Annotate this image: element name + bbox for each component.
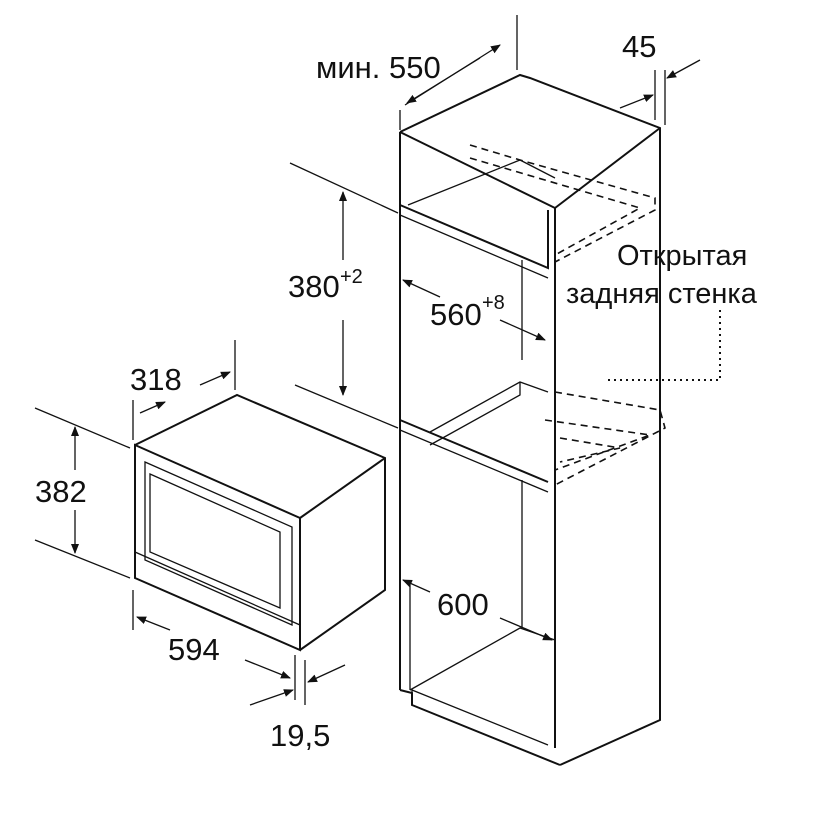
- cabinet-dimensions: [289, 15, 701, 641]
- open-back-label-2: задняя стенка: [566, 278, 758, 310]
- appliance-dimensions: [34, 340, 346, 706]
- niche-width-label: 560: [430, 297, 482, 332]
- gap-label: 45: [622, 29, 656, 64]
- appliance-height-label: 382: [35, 474, 87, 509]
- niche-height-tolerance: +2: [340, 266, 363, 288]
- tall-cabinet: [399, 73, 721, 766]
- appliance-depth-label: 318: [130, 362, 182, 397]
- open-back-label-1: Открытая: [617, 240, 747, 272]
- min-depth-label: мин. 550: [316, 50, 441, 85]
- cabinet-width-label: 600: [437, 587, 489, 622]
- niche-width-tolerance: +8: [482, 292, 505, 314]
- microwave-appliance: [134, 393, 386, 652]
- appliance-width-label: 594: [168, 632, 220, 667]
- niche-height-label: 380: [288, 269, 340, 304]
- front-thickness-label: 19,5: [270, 718, 330, 753]
